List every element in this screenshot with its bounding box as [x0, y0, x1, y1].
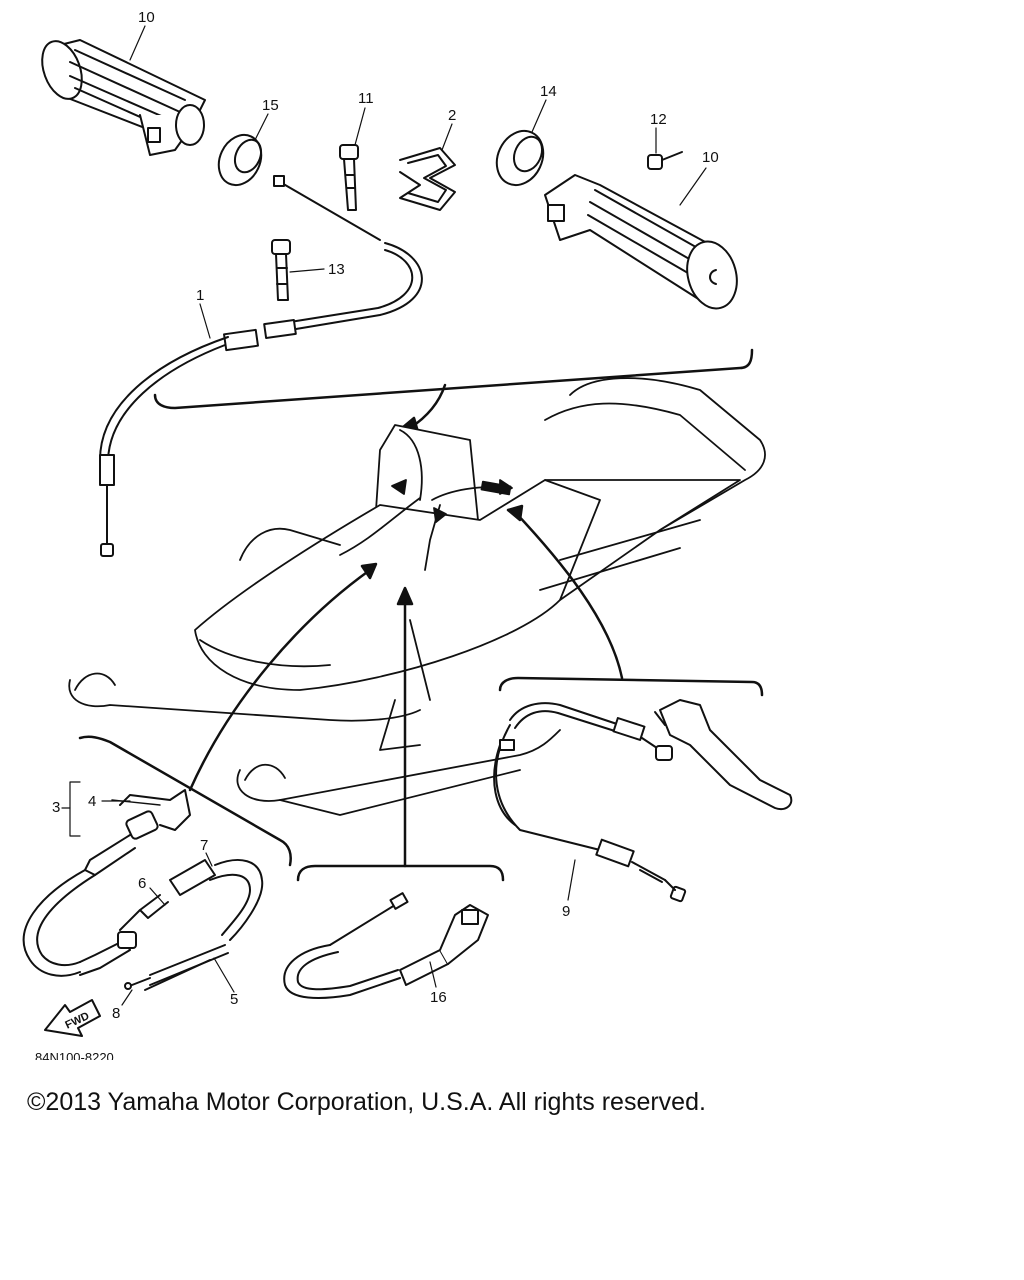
- brake-cable-9: [493, 702, 687, 903]
- callout-8: 8: [112, 1005, 120, 1022]
- screw-12: [647, 151, 683, 170]
- callout-3-bracket: [61, 781, 81, 837]
- callout-13: 13: [328, 261, 345, 278]
- fwd-arrow-icon: [44, 999, 101, 1037]
- callout-4: 4: [88, 793, 96, 810]
- callout-15: 15: [262, 97, 279, 114]
- cable-tie-11: [339, 144, 359, 211]
- left-handgrip: [41, 39, 206, 156]
- handlebar-group-bracket: [153, 348, 754, 434]
- callout-1: 1: [196, 287, 204, 304]
- routing-arrows: [339, 429, 513, 571]
- cable-tie-13: [271, 239, 291, 301]
- callout-2: 2: [448, 107, 456, 124]
- starter-cable-16: [283, 892, 489, 999]
- lower-middle-group-bracket: [296, 586, 505, 882]
- ring-14: [495, 129, 545, 187]
- parts-diagram: 10 15 11 2 14 12: [22, 9, 793, 1060]
- snowmobile-body: [68, 377, 766, 816]
- callout-12: 12: [650, 111, 667, 128]
- spring-clip-2: [399, 147, 456, 211]
- copyright-notice: ©2013 Yamaha Motor Corporation, U.S.A. A…: [27, 1088, 706, 1116]
- lower-left-group-bracket: [78, 562, 378, 867]
- callout-11: 11: [358, 90, 374, 107]
- callout-16: 16: [430, 989, 447, 1006]
- lower-right-group-bracket: [498, 504, 764, 697]
- brake-lever: [654, 699, 793, 811]
- callout-10-right: 10: [702, 149, 719, 166]
- callout-3: 3: [52, 799, 60, 816]
- callout-10-left: 10: [138, 9, 155, 26]
- right-handgrip: [544, 174, 738, 310]
- throttle-cable-7: [119, 859, 264, 941]
- cable-5: [124, 944, 229, 991]
- drawing-code: 84N100-8220: [35, 1050, 114, 1060]
- callout-6: 6: [138, 875, 146, 892]
- callout-14: 14: [540, 83, 557, 100]
- callout-5: 5: [230, 991, 238, 1008]
- throttle-cable-1: [99, 175, 423, 557]
- ring-15: [217, 133, 263, 187]
- callout-9: 9: [562, 903, 570, 920]
- callout-7: 7: [200, 837, 208, 854]
- choke-lever-3: [22, 789, 191, 977]
